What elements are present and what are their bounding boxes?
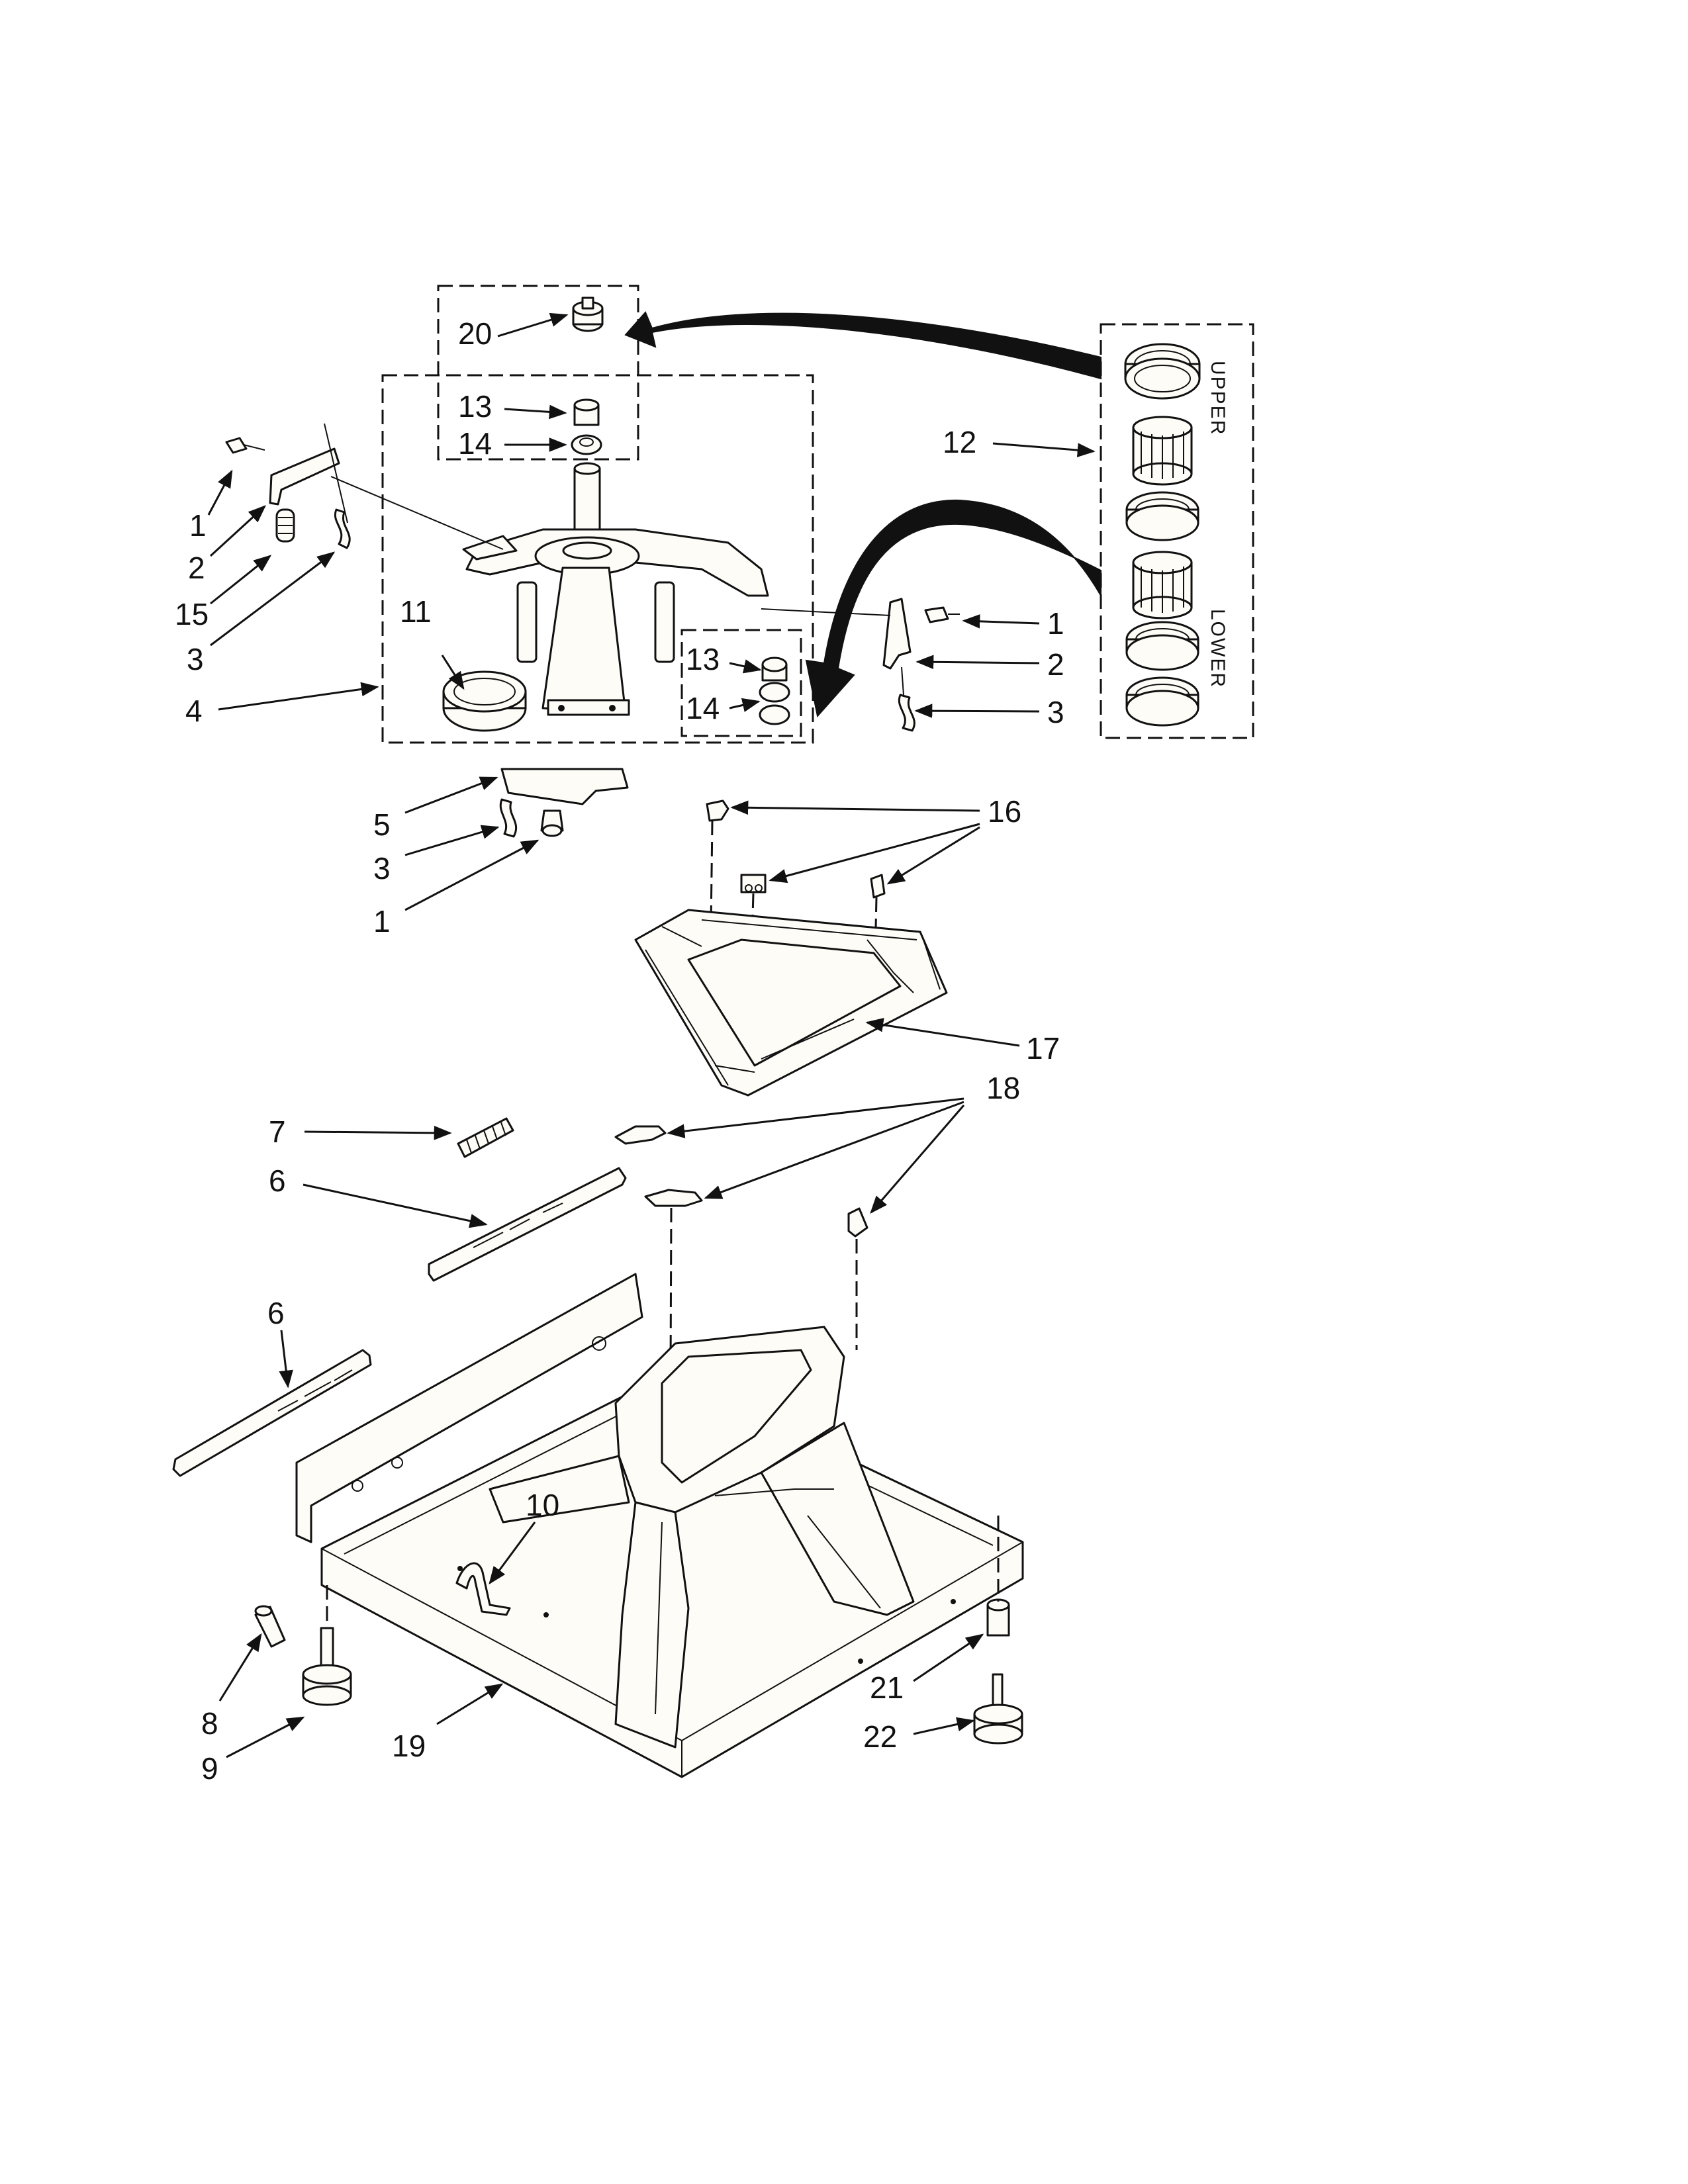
callout-11: 11 [400, 594, 432, 629]
bearing-kit-part-12 [1124, 343, 1201, 727]
upper-pointer-arrow [624, 311, 1102, 380]
callout-6-lower: 6 [267, 1296, 285, 1330]
right-bracket-hardware [882, 598, 960, 732]
callout-2-right: 2 [1047, 647, 1064, 682]
lower-pointer-arrow [805, 499, 1102, 718]
spring-part-7 [457, 1117, 514, 1158]
right-rod-line [761, 608, 891, 616]
cap-part-20 [572, 296, 604, 332]
callout-1-bottom: 1 [373, 904, 391, 938]
callout-21: 21 [870, 1670, 904, 1705]
rail-part-6-lower [172, 1349, 372, 1477]
bracket-guide-18a [669, 1207, 673, 1536]
upper-bearing-label: UPPER [1207, 361, 1229, 435]
foot-part-21-22 [973, 1598, 1023, 1745]
bracket-part-18 [614, 1125, 868, 1238]
bearing-kit-box [1100, 323, 1254, 739]
callout-19: 19 [392, 1729, 426, 1763]
ring-part-11 [442, 670, 527, 732]
callout-20: 20 [458, 316, 492, 351]
callout-3-right: 3 [1047, 695, 1064, 729]
foot-part-8-9 [254, 1605, 352, 1706]
bearing-part-14-upper [571, 434, 602, 455]
left-rod-line [330, 476, 504, 550]
suspension-group-box [381, 374, 814, 744]
callout-1-left: 1 [189, 508, 207, 543]
lower-bearing-box [680, 629, 802, 737]
callout-16: 16 [988, 794, 1021, 829]
callout-14-lower: 14 [686, 691, 720, 725]
callout-8: 8 [201, 1706, 218, 1741]
callout-7: 7 [269, 1115, 286, 1149]
callout-17: 17 [1026, 1031, 1060, 1066]
callout-3-left: 3 [187, 642, 204, 676]
leader-lines [207, 312, 1096, 1758]
callout-14-upper: 14 [458, 426, 492, 461]
left-bracket-hardware [225, 423, 351, 549]
callout-4: 4 [185, 694, 203, 728]
lower-bearing-label: LOWER [1207, 609, 1229, 688]
callout-12: 12 [943, 425, 976, 459]
callout-1-right: 1 [1047, 606, 1064, 641]
callout-15: 15 [175, 597, 209, 631]
clip-guide-16a [710, 820, 714, 927]
callout-13-lower: 13 [686, 642, 720, 676]
callout-3-bottom: 3 [373, 851, 391, 886]
callout-5: 5 [373, 807, 391, 842]
callout-9: 9 [201, 1751, 218, 1786]
callout-22: 22 [863, 1719, 897, 1754]
callout-18: 18 [986, 1071, 1020, 1105]
rail-part-6-upper [428, 1167, 627, 1282]
bearing-part-13-upper [573, 398, 600, 426]
lower-bracket-hardware [499, 768, 629, 838]
base-frame-part-19 [295, 1273, 1024, 1778]
callout-13-upper: 13 [458, 389, 492, 424]
upper-bearing-box [437, 285, 639, 461]
clip-part-16 [706, 799, 886, 899]
callout-2-left: 2 [188, 551, 205, 585]
top-frame-part-17 [634, 909, 948, 1097]
callout-6-upper: 6 [269, 1163, 286, 1198]
bearing-part-13-lower [761, 657, 788, 682]
callout-labels: 20 13 14 12 13 14 11 4 1 2 15 3 1 2 3 5 … [175, 316, 1064, 1786]
bearing-part-14-lower [759, 682, 790, 725]
callout-10: 10 [526, 1488, 559, 1522]
hook-part-10 [455, 1562, 511, 1616]
center-post-assembly [462, 462, 769, 716]
